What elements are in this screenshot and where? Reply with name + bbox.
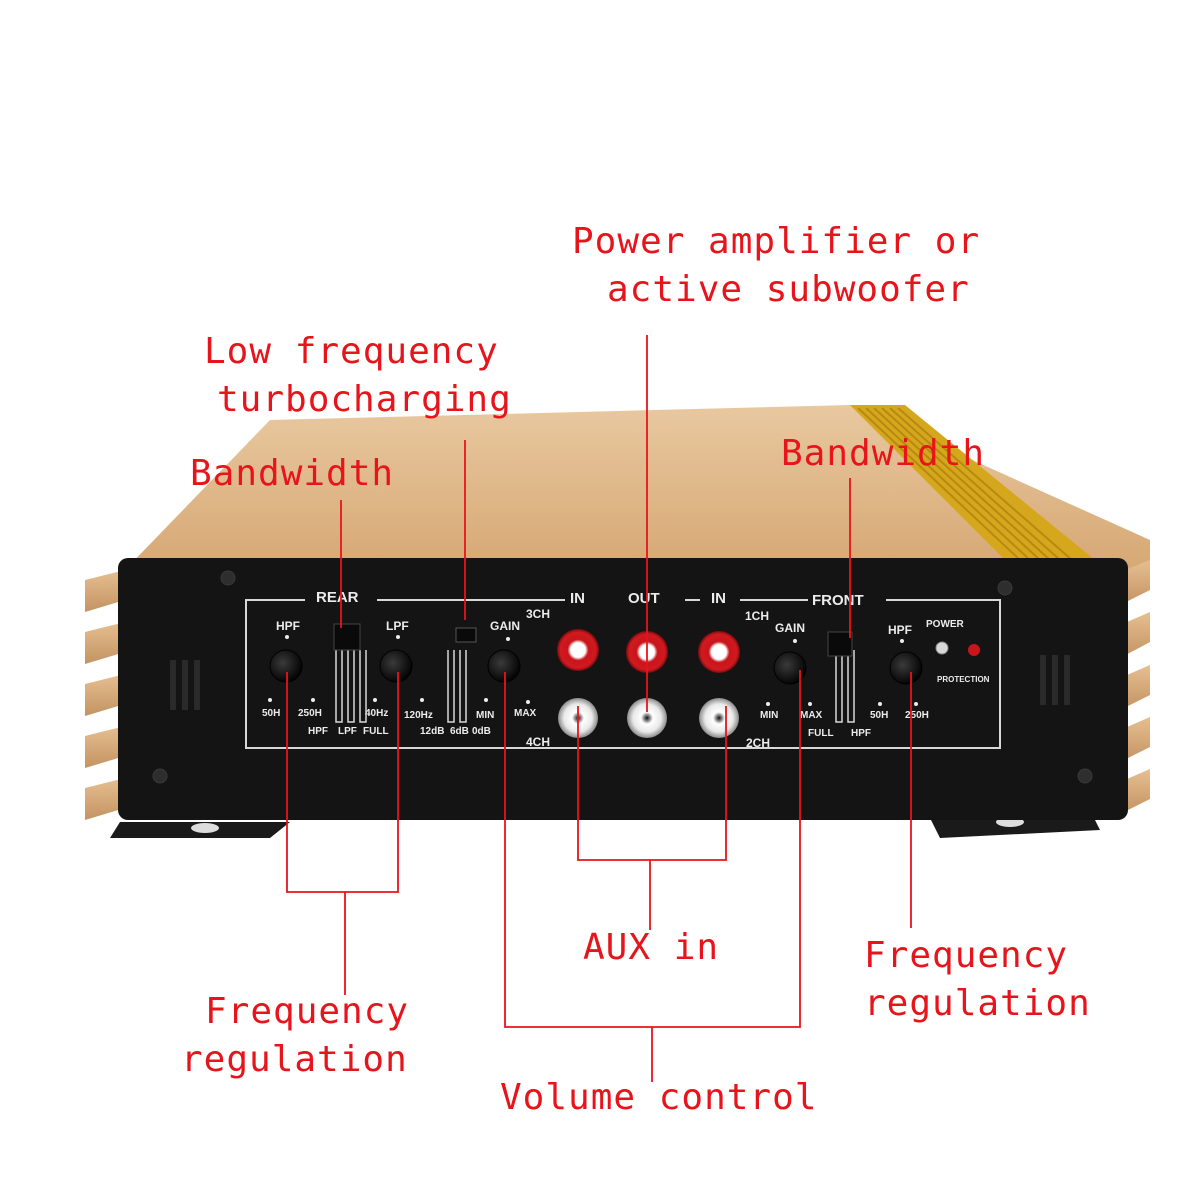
bass-boost-switch[interactable]: [455, 627, 477, 643]
front-filter-switch[interactable]: [827, 631, 853, 657]
callout-freq-reg-right-line1: Frequency: [864, 935, 1069, 976]
label-sw-lpf: LPF: [338, 726, 357, 737]
label-min-front: MIN: [760, 710, 778, 721]
callout-freq-reg-right-line2: regulation: [864, 983, 1091, 1024]
label-sw-hpf: HPF: [308, 726, 328, 737]
callout-low-freq-line2: turbocharging: [217, 379, 512, 420]
panel-vents: [170, 655, 1070, 710]
label-3ch: 3CH: [526, 607, 550, 621]
label-max-rear: MAX: [514, 708, 537, 719]
label-min-rear: MIN: [476, 710, 494, 721]
label-gain-rear: GAIN: [490, 619, 520, 633]
label-out: OUT: [628, 590, 660, 607]
label-50h: 50H: [262, 708, 280, 719]
label-protection: PROTECTION: [937, 675, 990, 684]
heat-strip-ridges: [857, 407, 1073, 561]
left-heat-fins: [85, 570, 125, 820]
label-1ch: 1CH: [745, 609, 769, 623]
power-led: [935, 641, 949, 655]
label-max-front: MAX: [800, 710, 823, 721]
rear-lpf-knob[interactable]: [379, 649, 413, 683]
callout-volume-control: Volume control: [500, 1077, 818, 1118]
callout-power-amp-line1: Power amplifier or: [572, 221, 981, 262]
label-rear: REAR: [316, 589, 359, 606]
callout-power-amp-line2: active subwoofer: [607, 269, 970, 310]
front-panel: [118, 558, 1128, 820]
callout-freq-reg-left-line2: regulation: [181, 1039, 408, 1080]
label-120hz: 120Hz: [404, 710, 433, 721]
label-0db: 0dB: [472, 726, 491, 737]
label-in-left: IN: [570, 590, 585, 607]
label-12db: 12dB: [420, 726, 444, 737]
rear-hpf-knob[interactable]: [269, 649, 303, 683]
callout-freq-reg-left-line1: Frequency: [205, 991, 410, 1032]
rca-in-2ch[interactable]: [699, 698, 739, 738]
label-gain-front: GAIN: [775, 621, 805, 635]
label-front: FRONT: [812, 592, 864, 609]
rear-filter-switch[interactable]: [333, 623, 361, 651]
label-hpf-front: HPF: [888, 623, 912, 637]
label-hpf-sw-front: HPF: [851, 728, 871, 739]
label-sw-full: FULL: [363, 726, 389, 737]
label-250h-front: 250H: [905, 710, 929, 721]
label-6db: 6dB: [450, 726, 469, 737]
label-4ch: 4CH: [526, 735, 550, 749]
label-full-front: FULL: [808, 728, 834, 739]
rca-in-1ch[interactable]: [698, 631, 740, 673]
label-2ch: 2CH: [746, 736, 770, 750]
leader-lines: [286, 335, 912, 1082]
label-in-right: IN: [711, 590, 726, 607]
callout-bandwidth-left: Bandwidth: [190, 453, 395, 494]
callout-aux-in: AUX in: [583, 927, 720, 968]
rca-in-3ch[interactable]: [557, 629, 599, 671]
label-250h: 250H: [298, 708, 322, 719]
label-lpf-rear: LPF: [386, 619, 409, 633]
label-power: POWER: [926, 619, 965, 630]
rear-gain-knob[interactable]: [487, 649, 521, 683]
callout-bandwidth-right: Bandwidth: [781, 433, 986, 474]
heat-strip: [850, 405, 1095, 565]
protection-led: [968, 644, 980, 656]
switch-frames: [335, 650, 855, 723]
front-hpf-knob[interactable]: [889, 651, 923, 685]
front-gain-knob[interactable]: [773, 651, 807, 685]
label-40hz: 40Hz: [365, 708, 388, 719]
rca-out-bottom[interactable]: [627, 698, 667, 738]
callout-low-freq-line1: Low frequency: [204, 331, 499, 372]
label-50h-front: 50H: [870, 710, 888, 721]
label-hpf-rear: HPF: [276, 619, 300, 633]
